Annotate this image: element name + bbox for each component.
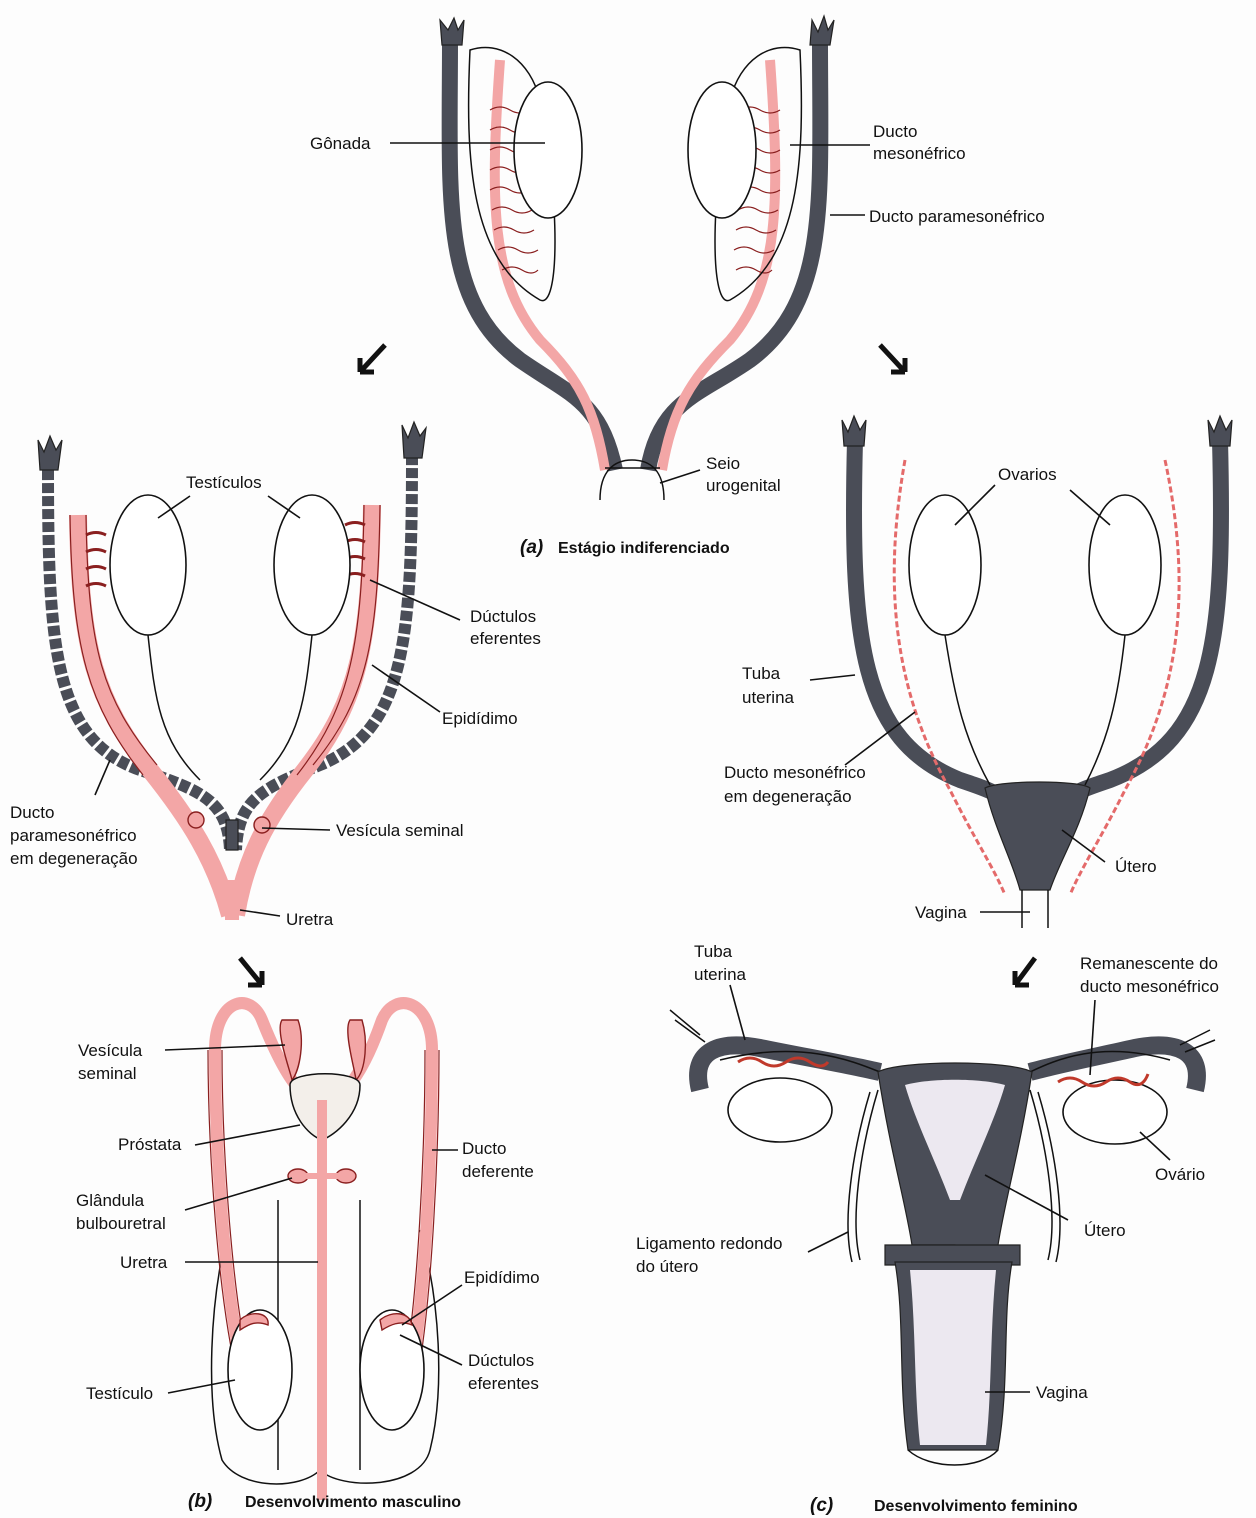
left-gonad — [514, 82, 582, 218]
label-testiculos: Testículos — [186, 473, 262, 492]
label-ductulos-b-2: eferentes — [468, 1374, 539, 1393]
caption-c-text: Desenvolvimento feminino — [874, 1498, 1078, 1515]
arrow-to-male-adult — [240, 958, 262, 985]
caption-a-letter: (a) — [520, 537, 543, 558]
panel-b-male-ducts: Testículos Dúctulos eferentes Epidídimo … — [10, 422, 541, 929]
label-bulbo-2: bulbouretral — [76, 1214, 166, 1233]
left-round-ligament — [856, 1090, 878, 1260]
right-seminal-vesicle — [254, 817, 270, 833]
label-parameso-deg-2: paramesonéfrico — [10, 826, 137, 845]
label-ductulos-1: Dúctulos — [470, 607, 536, 626]
left-ovary-adult — [728, 1078, 832, 1142]
label-ovarios: Ovarios — [998, 465, 1057, 484]
left-seminal-vesicle — [188, 812, 204, 828]
label-ducto-meso-2: mesonéfrico — [873, 144, 966, 163]
label-utero: Útero — [1115, 857, 1157, 876]
right-paramesonephric-fimbria — [810, 16, 834, 45]
label-vagina-c: Vagina — [1036, 1383, 1088, 1402]
label-ductulos-2: eferentes — [470, 629, 541, 648]
label-ovario: Ovário — [1155, 1165, 1205, 1184]
label-tuba-c-2: uterina — [694, 965, 747, 984]
label-uretra: Uretra — [286, 910, 334, 929]
left-testis-adult — [228, 1310, 292, 1430]
label-tuba-c-1: Tuba — [694, 942, 733, 961]
label-remanescente-2: ducto mesonéfrico — [1080, 977, 1219, 996]
label-epididimo-b: Epidídimo — [464, 1268, 540, 1287]
label-vesicula: Vesícula seminal — [336, 821, 464, 840]
right-ovary-adult — [1063, 1080, 1167, 1144]
caption-b-text: Desenvolvimento masculino — [245, 1494, 461, 1511]
label-ductulos-b-1: Dúctulos — [468, 1351, 534, 1370]
right-gonad — [688, 82, 756, 218]
label-epididimo: Epidídimo — [442, 709, 518, 728]
panel-b-adult-male: Vesícula seminal Próstata Glândula bulbo… — [76, 1003, 540, 1512]
arrow-to-male — [360, 345, 385, 372]
panel-a-indifferent-stage: Gônada Ducto mesonéfrico Ducto parameson… — [310, 16, 1045, 558]
uterus-developing — [985, 782, 1090, 890]
left-testis — [110, 495, 186, 635]
label-remanescente-1: Remanescente do — [1080, 954, 1218, 973]
panel-c-female-ducts: Ovarios Tuba uterina Ducto mesonéfrico e… — [724, 416, 1232, 928]
label-prostata: Próstata — [118, 1135, 182, 1154]
caption-c-letter: (c) — [810, 1495, 833, 1516]
label-ducto-parameso: Ducto paramesonéfrico — [869, 207, 1045, 226]
label-ligamento-1: Ligamento redondo — [636, 1234, 783, 1253]
label-uretra-b: Uretra — [120, 1253, 168, 1272]
vagina-developing — [1022, 890, 1048, 928]
label-bulbo-1: Glândula — [76, 1191, 145, 1210]
right-testis-adult — [360, 1310, 424, 1430]
label-parameso-deg-3: em degeneração — [10, 849, 138, 868]
label-vesicula-b-1: Vesícula — [78, 1041, 143, 1060]
label-gonada: Gônada — [310, 134, 371, 153]
label-ligamento-2: do útero — [636, 1257, 698, 1276]
label-parameso-deg-1: Ducto — [10, 803, 54, 822]
arrow-to-female-adult — [1015, 958, 1035, 985]
label-meso-deg-1: Ducto mesonéfrico — [724, 763, 866, 782]
label-vesicula-b-2: seminal — [78, 1064, 137, 1083]
left-ovary-developing — [909, 495, 981, 635]
label-deferente-1: Ducto — [462, 1139, 506, 1158]
label-utero-c: Útero — [1084, 1221, 1126, 1240]
vaginal-canal — [910, 1270, 996, 1445]
left-paramesonephric-fimbria — [440, 18, 464, 45]
label-deferente-2: deferente — [462, 1162, 534, 1181]
right-testis — [274, 495, 350, 635]
panel-c-adult-female: Tuba uterina Remanescente do ducto meson… — [636, 942, 1219, 1516]
label-ducto-meso-1: Ducto — [873, 122, 917, 141]
caption-b-letter: (b) — [188, 1491, 212, 1512]
label-tuba-2: uterina — [742, 688, 795, 707]
label-tuba-1: Tuba — [742, 664, 781, 683]
label-testiculo: Testículo — [86, 1384, 153, 1403]
label-seio-2: urogenital — [706, 476, 781, 495]
arrow-to-female — [880, 345, 905, 372]
right-round-ligament — [1030, 1090, 1052, 1260]
label-seio-1: Seio — [706, 454, 740, 473]
label-vagina: Vagina — [915, 903, 967, 922]
caption-a-text: Estágio indiferenciado — [558, 540, 730, 557]
label-meso-deg-2: em degeneração — [724, 787, 852, 806]
